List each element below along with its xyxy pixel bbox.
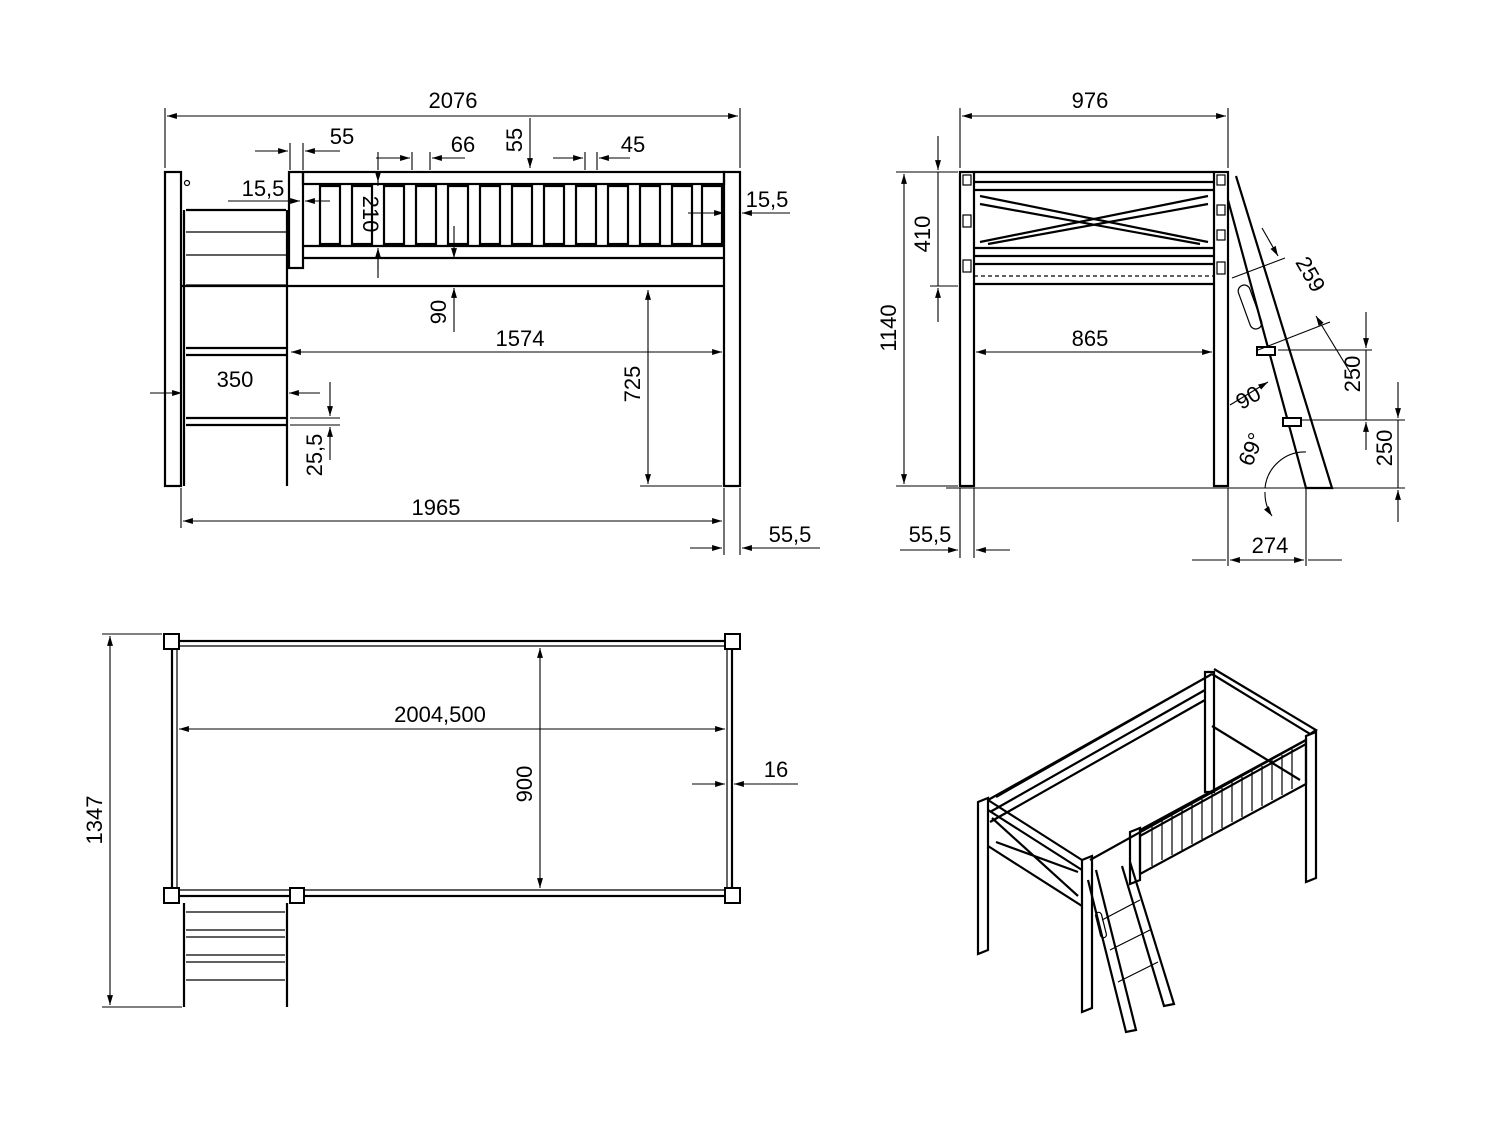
guard-slats: [318, 184, 724, 246]
dim-top-rail: 16: [764, 757, 788, 782]
dim-step-angle: 90: [1231, 381, 1265, 415]
bolt-marks: [962, 174, 1226, 275]
dim-slat: 45: [621, 132, 645, 157]
dim-leg-span: 1965: [412, 495, 461, 520]
dim-top-inner-width: 900: [512, 766, 537, 803]
dim-side-inner: 865: [1072, 326, 1109, 351]
dim-inner-length: 1574: [496, 326, 545, 351]
dim-total-width: 2076: [429, 88, 478, 113]
dim-rail-right: 15,5: [746, 187, 789, 212]
front-ladder: [182, 208, 289, 486]
dim-rail-height: 90: [426, 300, 451, 324]
guard-post: [287, 170, 305, 270]
top-rail: [301, 170, 726, 186]
dim-ladder-length: 259: [1290, 252, 1330, 296]
iso-slats: [1151, 749, 1293, 866]
dim-post-edge-side: 55,5: [909, 522, 952, 547]
side-right-post: [1212, 170, 1230, 488]
dim-ladder-offset: 25,5: [302, 434, 327, 477]
dim-step-lower: 250: [1372, 430, 1397, 467]
dim-ladder-width: 350: [217, 367, 254, 392]
front-view: 2076 55 66 55 45 15,5 210: [150, 88, 820, 555]
front-right-post: [722, 170, 742, 488]
front-left-post: [163, 170, 183, 488]
top-frame: [170, 639, 734, 898]
dim-step-upper: 250: [1340, 356, 1365, 393]
dim-side-width: 976: [1072, 88, 1109, 113]
dim-post: 55: [330, 124, 354, 149]
dim-slat-gap: 66: [451, 132, 475, 157]
isometric-view: [976, 668, 1319, 1034]
dim-ladder-angle: 69°: [1233, 429, 1269, 469]
dim-top-length: 1347: [82, 796, 107, 845]
side-left-post: [958, 170, 976, 488]
side-view: 976 410 1140 865 259 250 250: [876, 88, 1405, 566]
dim-rail-left: 15,5: [242, 176, 285, 201]
dim-rail-top: 55: [502, 128, 527, 152]
dim-clearance: 725: [620, 366, 645, 403]
cross-brace: [979, 194, 1209, 246]
iso-cross-brace: [991, 817, 1079, 897]
dim-ladder-foot: 274: [1252, 533, 1289, 558]
iso-guard: [1138, 738, 1308, 876]
top-view: 1347 2004,500 900 16: [82, 633, 798, 1008]
dim-post-edge-front: 55,5: [769, 522, 812, 547]
dim-side-guard: 410: [910, 216, 935, 253]
iso-ladder: [1086, 861, 1176, 1034]
top-ladder: [182, 903, 289, 1007]
dim-top-inner-length: 2004,500: [394, 702, 486, 727]
dim-guard-height: 210: [358, 196, 383, 233]
dim-side-height: 1140: [876, 304, 901, 351]
